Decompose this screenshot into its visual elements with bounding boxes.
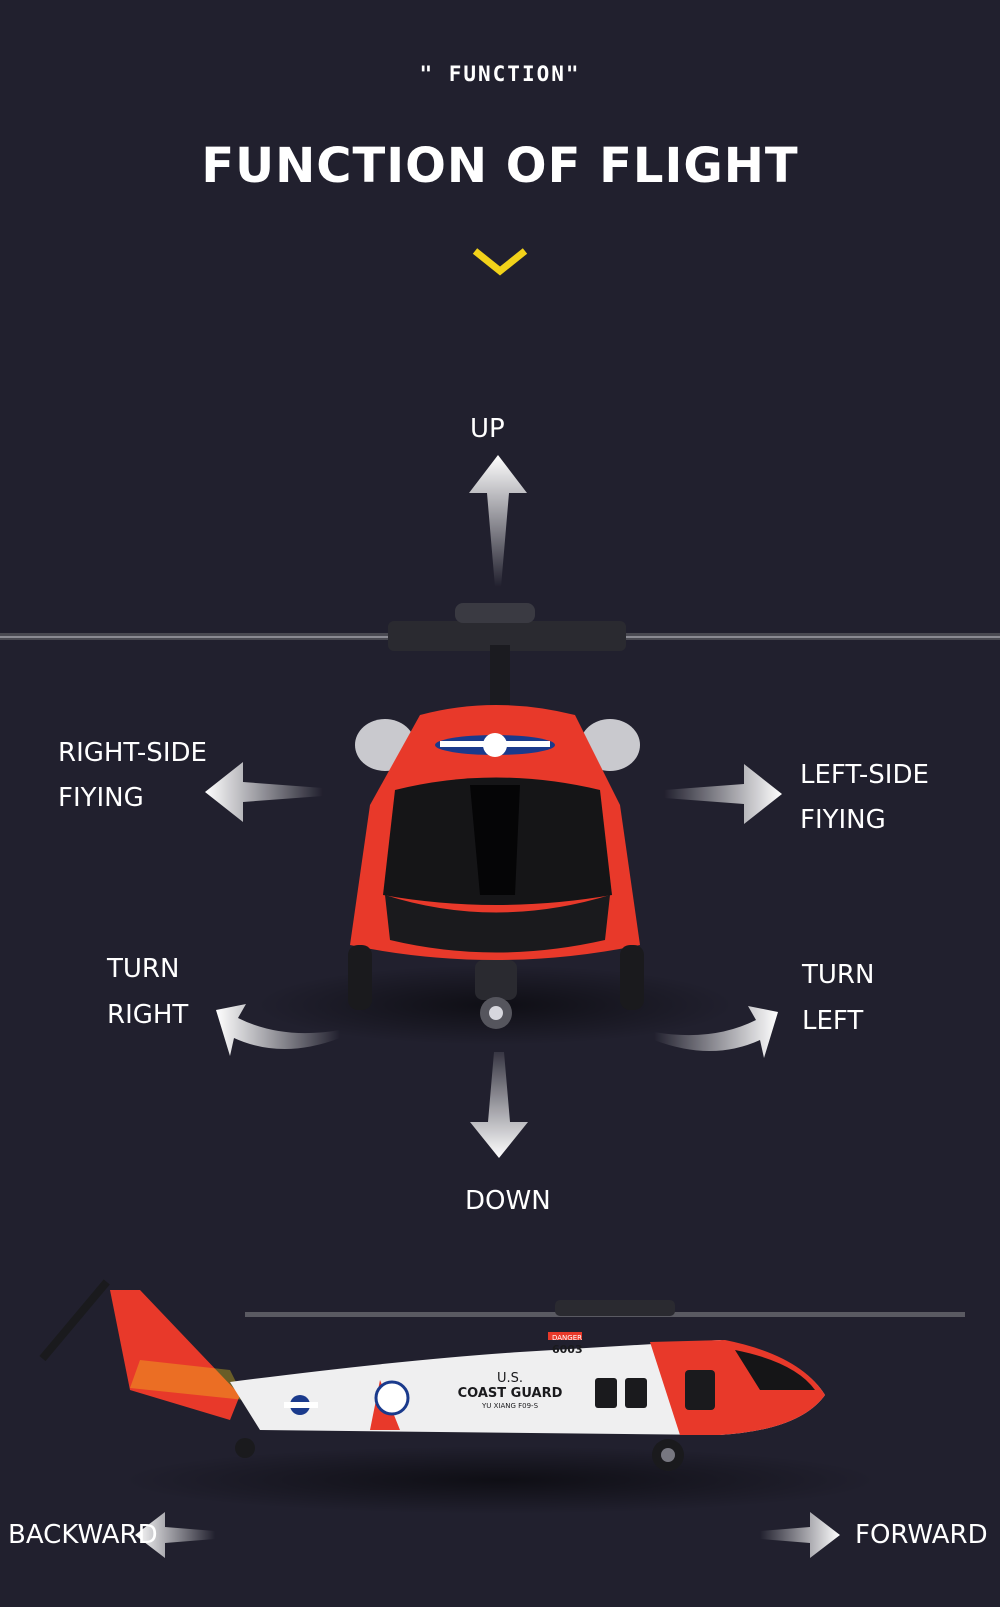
arrow-left-icon xyxy=(205,762,323,822)
danger-label: DANGER xyxy=(552,1334,582,1342)
label-forward: FORWARD xyxy=(855,1520,988,1550)
label-turn-left-line2: LEFT xyxy=(802,1006,864,1036)
arrow-up-icon xyxy=(469,455,527,587)
curved-arrow-left-icon xyxy=(216,1004,340,1056)
marking-line2: COAST GUARD xyxy=(458,1386,563,1401)
page-title: FUNCTION OF FLIGHT xyxy=(201,138,799,194)
label-backward: BACKWARD xyxy=(8,1520,158,1550)
marking-line3: YU XIANG F09-S xyxy=(481,1402,539,1410)
section-tag: " FUNCTION" xyxy=(419,62,581,86)
label-right-side-line2: FIYING xyxy=(58,783,144,813)
curved-arrow-right-icon xyxy=(654,1006,778,1058)
arrow-down-icon xyxy=(470,1052,528,1158)
helicopter-side-view: DANGER 6003 U.S. COAST GUARD YU XIANG F0… xyxy=(39,1279,965,1514)
label-right-side-line1: RIGHT-SIDE xyxy=(58,738,207,768)
helicopter-front-view xyxy=(0,603,1000,1045)
label-turn-right-line2: RIGHT xyxy=(107,1000,189,1030)
label-left-side-line2: FIYING xyxy=(800,805,886,835)
arrow-right-icon xyxy=(664,764,782,824)
label-turn-left-line1: TURN xyxy=(802,960,875,990)
label-turn-right-line1: TURN xyxy=(107,954,180,984)
label-left-side-line1: LEFT-SIDE xyxy=(800,760,929,790)
tail-code: 6003 xyxy=(552,1343,583,1356)
label-up: UP xyxy=(470,414,505,444)
arrow-left-icon xyxy=(135,1512,215,1558)
label-down: DOWN xyxy=(465,1186,551,1216)
arrow-right-icon xyxy=(760,1512,840,1558)
marking-line1: U.S. xyxy=(497,1371,523,1386)
chevron-down-icon xyxy=(472,248,528,276)
